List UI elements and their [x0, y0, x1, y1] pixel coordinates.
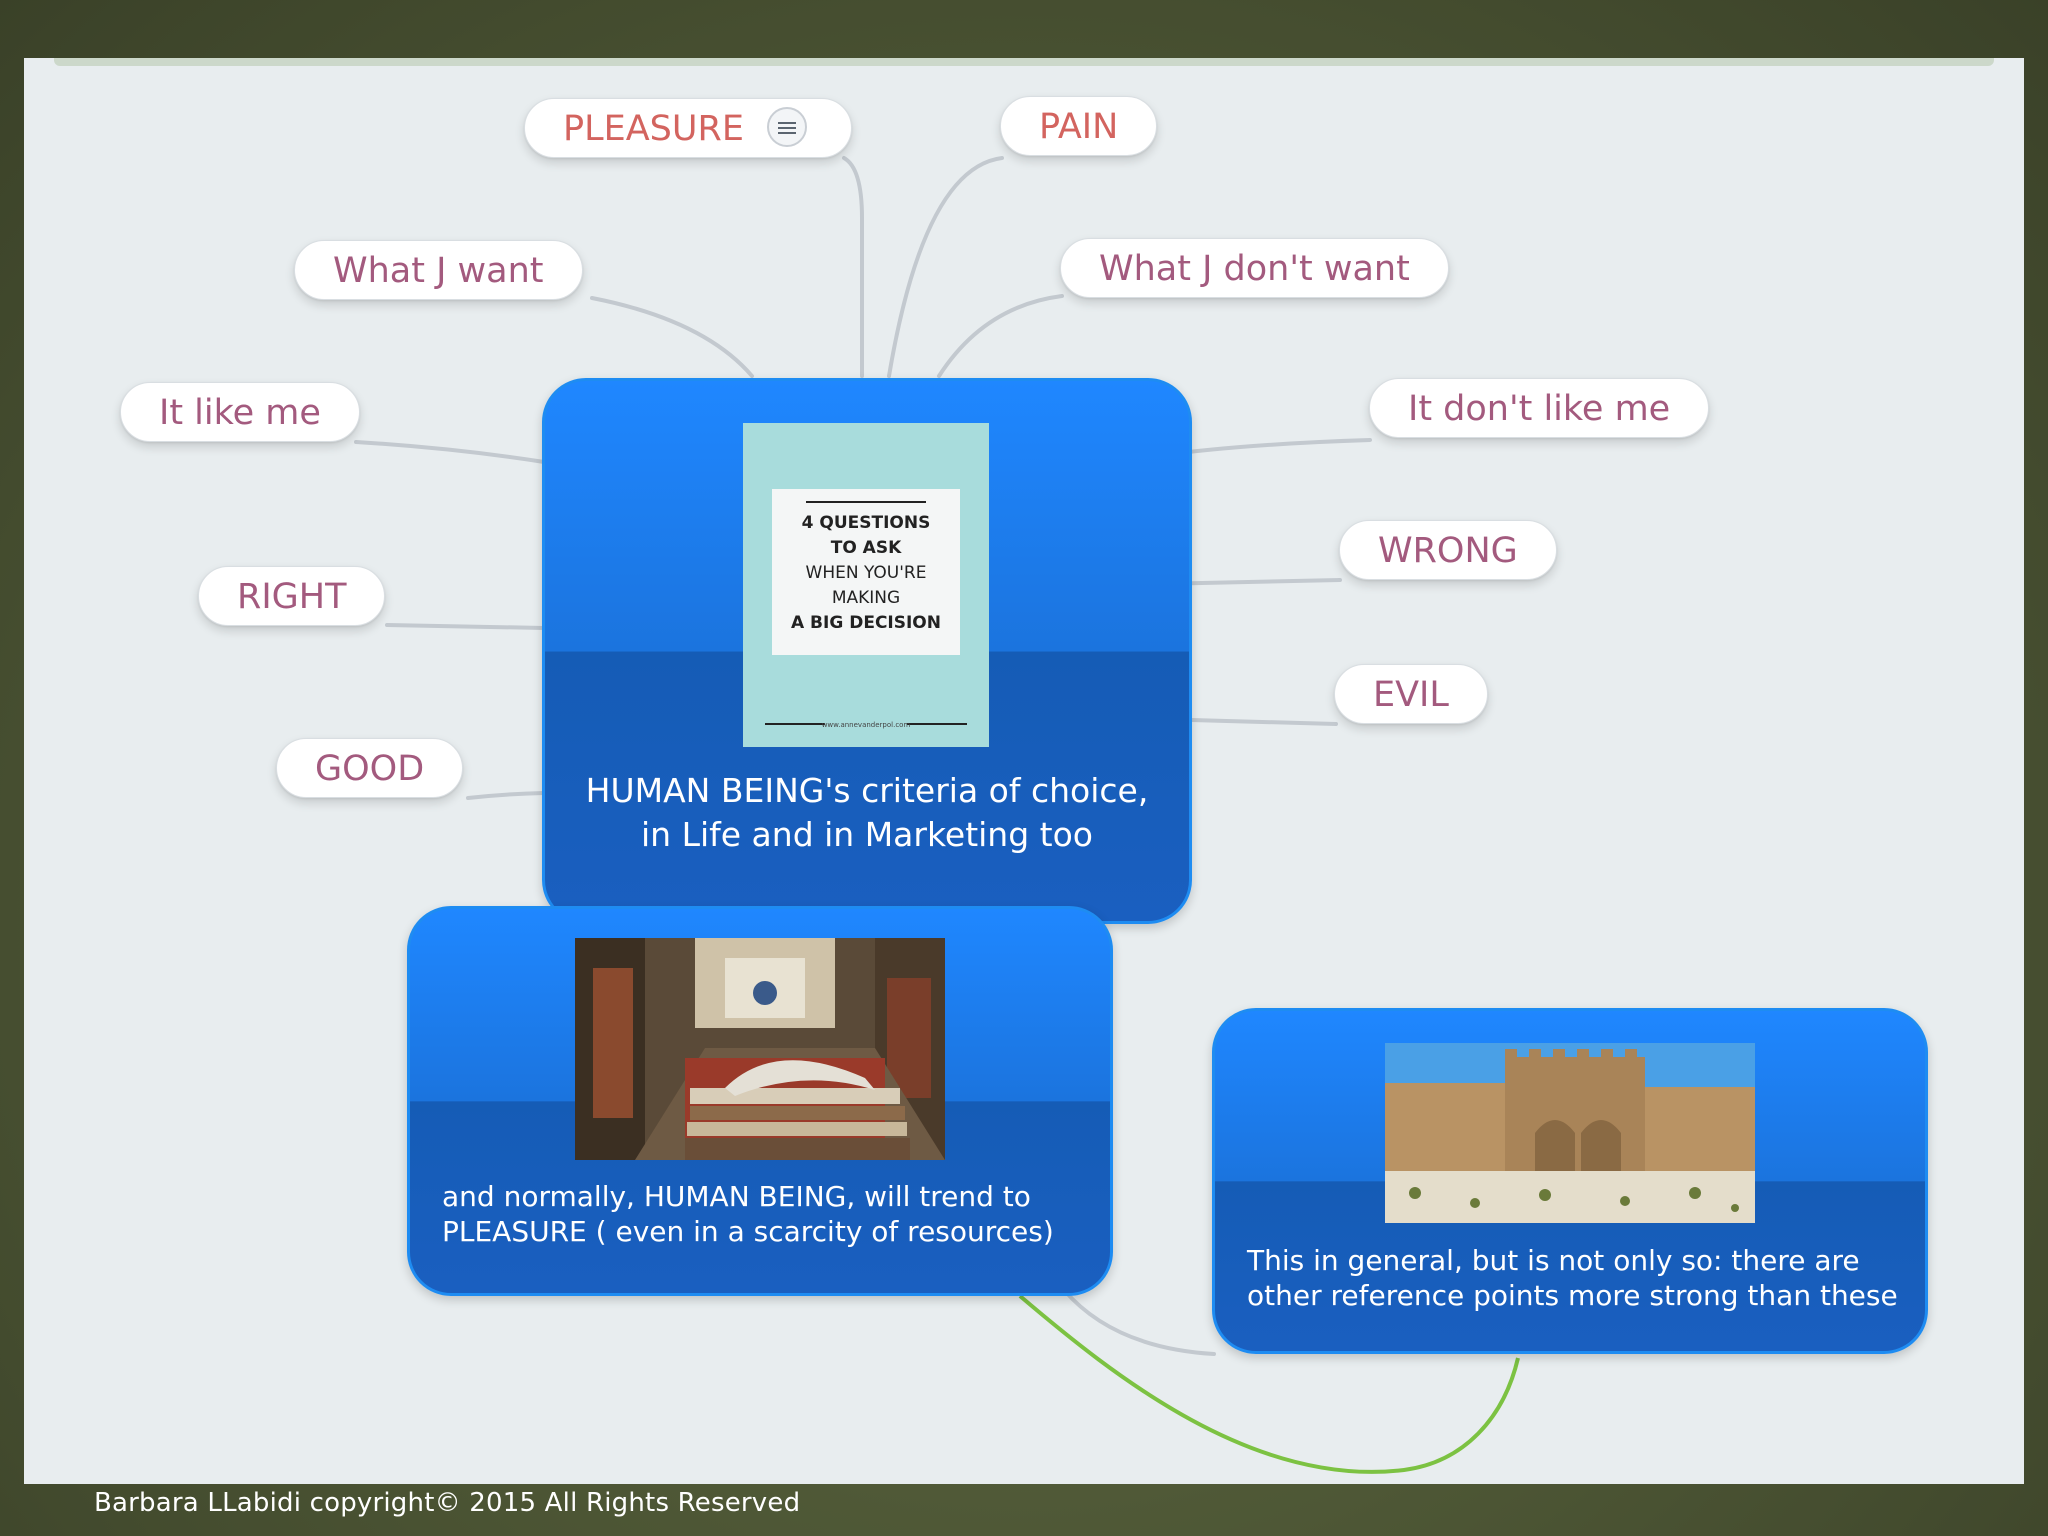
copyright-footer: Barbara LLabidi copyright© 2015 All Righ…	[94, 1488, 801, 1518]
connector-what-j-dont-want	[937, 294, 1064, 378]
connector-subnode-link	[1062, 1288, 1216, 1356]
menu-icon[interactable]	[767, 107, 808, 147]
branch-pain-label: PAIN	[1039, 107, 1119, 147]
central-topic-node[interactable]: 4 QUESTIONS TO ASK WHEN YOU'RE MAKING A …	[542, 378, 1192, 924]
central-topic-title: HUMAN BEING's criteria of choice, in Lif…	[585, 771, 1149, 854]
connector-pleasure	[842, 156, 864, 378]
poster-card: 4 QUESTIONS TO ASK WHEN YOU'RE MAKING A …	[772, 489, 960, 655]
slide-canvas: PLEASURE What J want It like me RIGHT GO…	[24, 58, 2024, 1484]
branch-good-label: GOOD	[315, 749, 425, 789]
connector-it-like-me	[354, 440, 546, 464]
poster-line-4: MAKING	[831, 588, 901, 608]
branch-pleasure-label: PLEASURE	[563, 109, 744, 149]
poster-line-3: WHEN YOU'RE	[805, 563, 927, 583]
subtopic-pleasure-text: and normally, HUMAN BEING, will trend to…	[442, 1180, 1054, 1248]
poster-url: www.annevanderpol.com	[821, 721, 911, 729]
branch-pain[interactable]: PAIN	[1000, 96, 1158, 156]
branch-right[interactable]: RIGHT	[198, 566, 386, 626]
branch-good[interactable]: GOOD	[276, 738, 464, 798]
golden-gate-wall-photo	[1385, 1043, 1755, 1223]
subtopic-pleasure-node[interactable]: and normally, HUMAN BEING, will trend to…	[407, 906, 1113, 1296]
branch-what-j-dont-want[interactable]: What J don't want	[1060, 238, 1449, 298]
branch-wrong[interactable]: WRONG	[1339, 520, 1557, 580]
branch-what-j-want[interactable]: What J want	[294, 240, 583, 300]
decision-poster-image: 4 QUESTIONS TO ASK WHEN YOU'RE MAKING A …	[743, 423, 989, 747]
poster-rule-top	[806, 501, 926, 503]
poster-rule-bottom-right	[907, 723, 967, 725]
branch-pleasure[interactable]: PLEASURE	[524, 98, 852, 158]
slide-top-edge	[54, 58, 1994, 66]
poster-line-1: 4 QUESTIONS	[801, 513, 931, 533]
poster-line-5: A BIG DECISION	[790, 613, 941, 633]
branch-what-j-dont-want-label: What J don't want	[1099, 249, 1410, 289]
branch-what-j-want-label: What J want	[333, 251, 544, 291]
connector-right	[385, 623, 546, 630]
subtopic-reference-node[interactable]: This in general, but is not only so: the…	[1212, 1008, 1928, 1354]
branch-it-like-me-label: It like me	[159, 393, 321, 433]
wall-illustration	[1385, 1043, 1755, 1223]
branch-it-like-me[interactable]: It like me	[120, 382, 360, 442]
poster-rule-bottom-left	[765, 723, 825, 725]
rug-shop-photo	[575, 938, 945, 1160]
branch-it-dont-like-me-label: It don't like me	[1408, 389, 1671, 429]
connector-good	[466, 791, 546, 800]
rug-shop-illustration	[575, 938, 945, 1160]
subtopic-reference-text: This in general, but is not only so: the…	[1247, 1244, 1898, 1312]
branch-evil[interactable]: EVIL	[1334, 664, 1488, 724]
branch-it-dont-like-me[interactable]: It don't like me	[1369, 378, 1710, 438]
poster-line-2: TO ASK	[830, 538, 902, 558]
connector-pain	[887, 156, 1004, 378]
branch-wrong-label: WRONG	[1378, 531, 1518, 571]
branch-right-label: RIGHT	[237, 577, 347, 617]
branch-evil-label: EVIL	[1373, 675, 1449, 715]
connector-what-j-want	[590, 296, 754, 378]
